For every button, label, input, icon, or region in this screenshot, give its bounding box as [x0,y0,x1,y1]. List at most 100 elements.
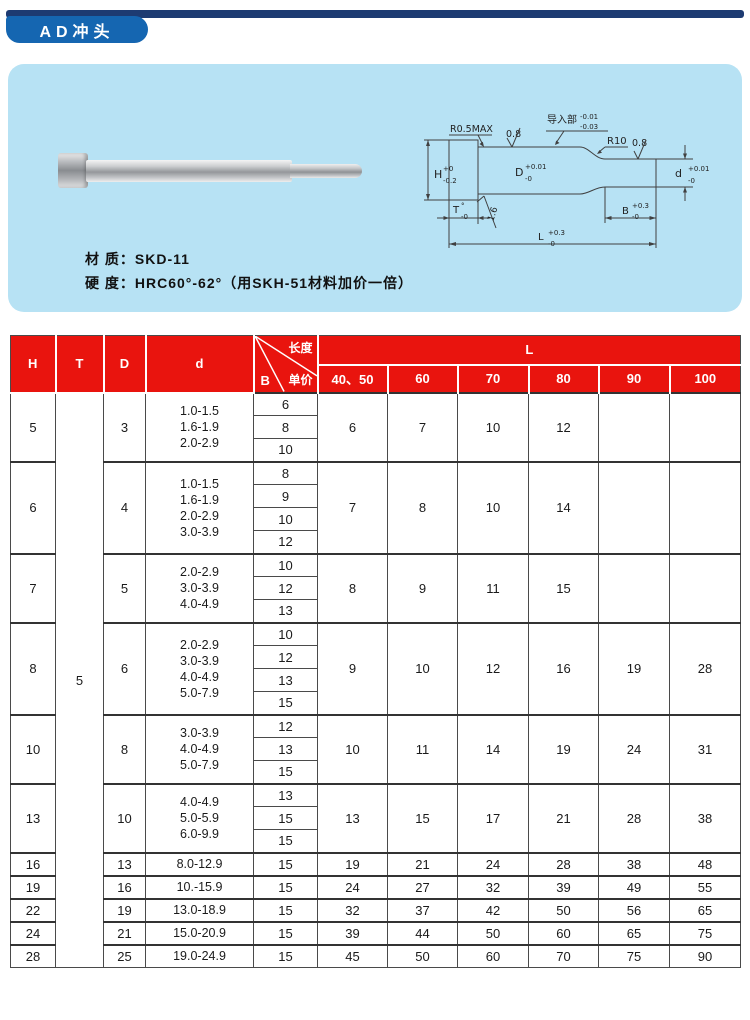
table-cell: 60 [528,920,599,945]
dim-H-sub: -0.2 [443,177,457,185]
table-cell: 50 [457,920,529,945]
table-cell: 24 [598,713,670,784]
dim-D-sup: +0.01 [525,163,546,171]
material-line: 材 质：SKD-11 [85,251,190,267]
header-D: D [102,335,147,394]
table-cell: 6 [10,460,56,554]
table-cell: 7 [317,460,388,554]
table-cell: 13 [103,851,146,876]
table-row: 13 [11,599,741,623]
table-cell: 3.0-3.9 4.0-4.9 5.0-7.9 [145,713,254,784]
table-cell: 12 [253,713,318,738]
dim-L-sub: -0 [548,240,555,248]
table-cell: 9 [317,621,388,715]
table-cell: 4.0-4.9 5.0-5.9 6.0-9.9 [145,782,254,853]
table-cell: 7 [387,391,458,462]
table-cell: 8 [317,552,388,623]
dim-D-sub: -0 [525,175,532,183]
table-cell: 75 [668,920,742,945]
table-cell: 39 [317,920,388,945]
dim-B-sub: -0 [632,213,639,221]
table-row: 9 [11,484,741,508]
table-cell: 6 [253,391,318,416]
table-cell: 44 [387,920,458,945]
dim-B-label: B [622,206,629,217]
spec-table-header: H T D d 长度 B 单价 L 40、50 60 70 [10,335,742,394]
table-cell: 6 [317,391,388,462]
table-cell: 14 [528,460,599,554]
header-L-80: 80 [527,363,600,393]
table-cell: 15.0-20.9 [145,920,254,945]
dim-T-sup: ° [461,202,465,210]
page-title-tab: AD冲头 [6,16,148,43]
table-cell: 50 [528,897,599,922]
table-cell: 16 [528,621,599,715]
table-cell: 8 [253,460,318,485]
table-cell: 13 [253,668,318,692]
table-cell: 31 [668,713,742,784]
header-L-100: 100 [668,363,742,393]
page-title: AD冲头 [39,23,115,41]
header-H: H [10,335,57,394]
punch-photo-tip [290,164,362,178]
drawing-top-profile [478,146,656,160]
dim-d-sup: +0.01 [688,165,709,173]
table-cell: 8 [387,460,458,554]
table-cell [668,391,742,462]
table-cell: 42 [457,897,529,922]
table-cell: 13.0-18.9 [145,897,254,922]
table-cell: 25 [103,943,146,968]
table-cell: 12 [253,530,318,554]
table-cell: 12 [528,391,599,462]
roughness-angle-label: 1.6 [486,206,500,223]
table-cell: 13 [253,782,318,807]
table-cell: 12 [253,645,318,669]
table-row: 13 [11,668,741,692]
table-cell: 65 [598,920,670,945]
header-L-70: 70 [456,363,530,393]
callout-r05max: R0.5MAX [450,124,493,135]
table-cell [598,460,670,554]
table-cell: 32 [457,874,529,899]
table-row: 12 [11,645,741,669]
table-row: 12 [11,530,741,554]
table-cell: 56 [598,897,670,922]
table-cell: 10 [253,621,318,646]
table-cell: 9 [387,552,458,623]
header-B-label: B [260,372,270,388]
table-cell: 15 [253,829,318,853]
table-cell: 70 [528,943,599,968]
table-cell: 24 [317,874,388,899]
table-cell: 14 [457,713,529,784]
punch-photo-head [58,153,88,188]
table-cell: 28 [528,851,599,876]
table-cell: 27 [387,874,458,899]
table-cell: 37 [387,897,458,922]
table-cell: 1.0-1.5 1.6-1.9 2.0-2.9 [145,391,254,462]
dim-D-label: D [515,166,523,179]
table-cell: 13 [253,599,318,623]
table-cell: 15 [528,552,599,623]
table-row: 15 [11,829,741,853]
table-cell: 16 [103,874,146,899]
table-row: 10 [11,438,741,462]
table-cell: 38 [598,851,670,876]
table-cell: 2.0-2.9 3.0-3.9 4.0-4.9 5.0-7.9 [145,621,254,715]
dim-d-label: d [675,167,682,180]
dim-T-label: T [452,205,460,216]
table-cell: 9 [253,484,318,508]
table-cell: 11 [387,713,458,784]
table-cell: 28 [10,943,56,968]
table-cell: 15 [253,806,318,830]
table-cell: 22 [10,897,56,922]
table-cell: 75 [598,943,670,968]
table-cell: 15 [387,782,458,853]
table-cell: 10 [253,507,318,531]
table-cell: 12 [253,576,318,600]
table-cell: 15 [253,943,318,968]
